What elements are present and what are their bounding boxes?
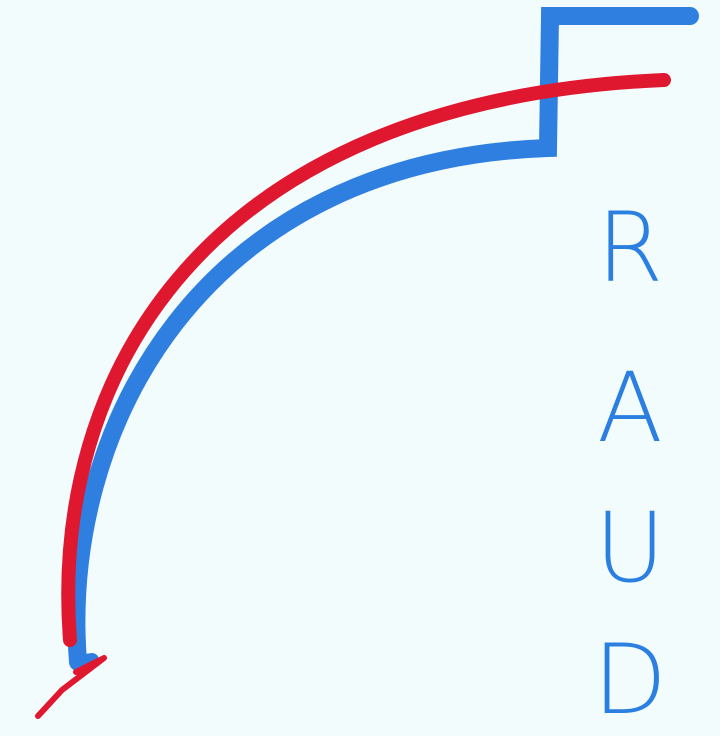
blue-tail-stroke [71, 653, 99, 669]
vertical-wordmark: R A U D [590, 192, 670, 728]
wordmark-letter-d: D [593, 624, 667, 736]
blue-curve-stroke [67, 6, 699, 671]
fraud-logo-artwork: R A U D [35, 6, 699, 728]
red-curve-stroke [61, 73, 671, 647]
wordmark-letter-r: R [596, 192, 664, 304]
wordmark-letter-u: U [594, 492, 666, 604]
wordmark-letter-a: A [597, 352, 663, 464]
red-hook-stroke [35, 655, 107, 719]
fraud-logo-graphic [35, 6, 699, 719]
